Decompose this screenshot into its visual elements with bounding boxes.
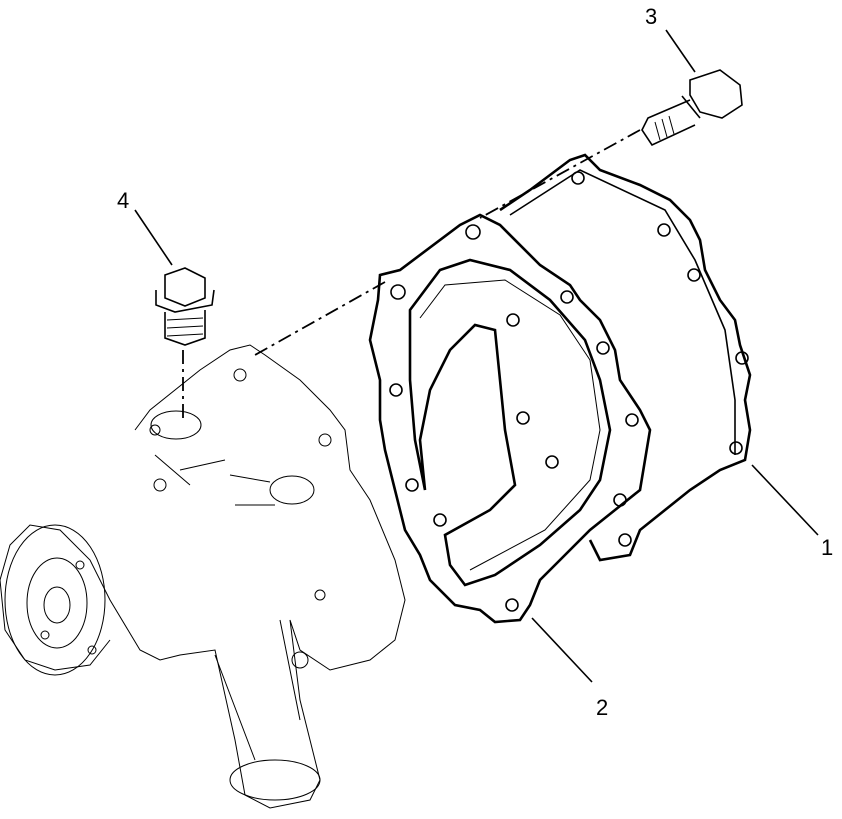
water-pump: [0, 344, 406, 809]
assembly-line-pump: [254, 281, 386, 356]
leader-line-2: [531, 617, 593, 683]
callout-4: 4: [117, 188, 130, 213]
callout-2: 2: [596, 695, 609, 720]
plug-part-4: [155, 267, 215, 346]
leader-line-4: [134, 209, 173, 266]
callout-3: 3: [645, 4, 658, 29]
gasket-part-2: [368, 213, 652, 624]
assembly-line-bolt: [479, 129, 641, 219]
callout-1: 1: [821, 535, 834, 560]
bolt-part-3: [641, 69, 743, 147]
leader-line-3: [665, 29, 696, 73]
leader-line-1: [751, 464, 819, 536]
cover-part-1: [499, 153, 752, 562]
